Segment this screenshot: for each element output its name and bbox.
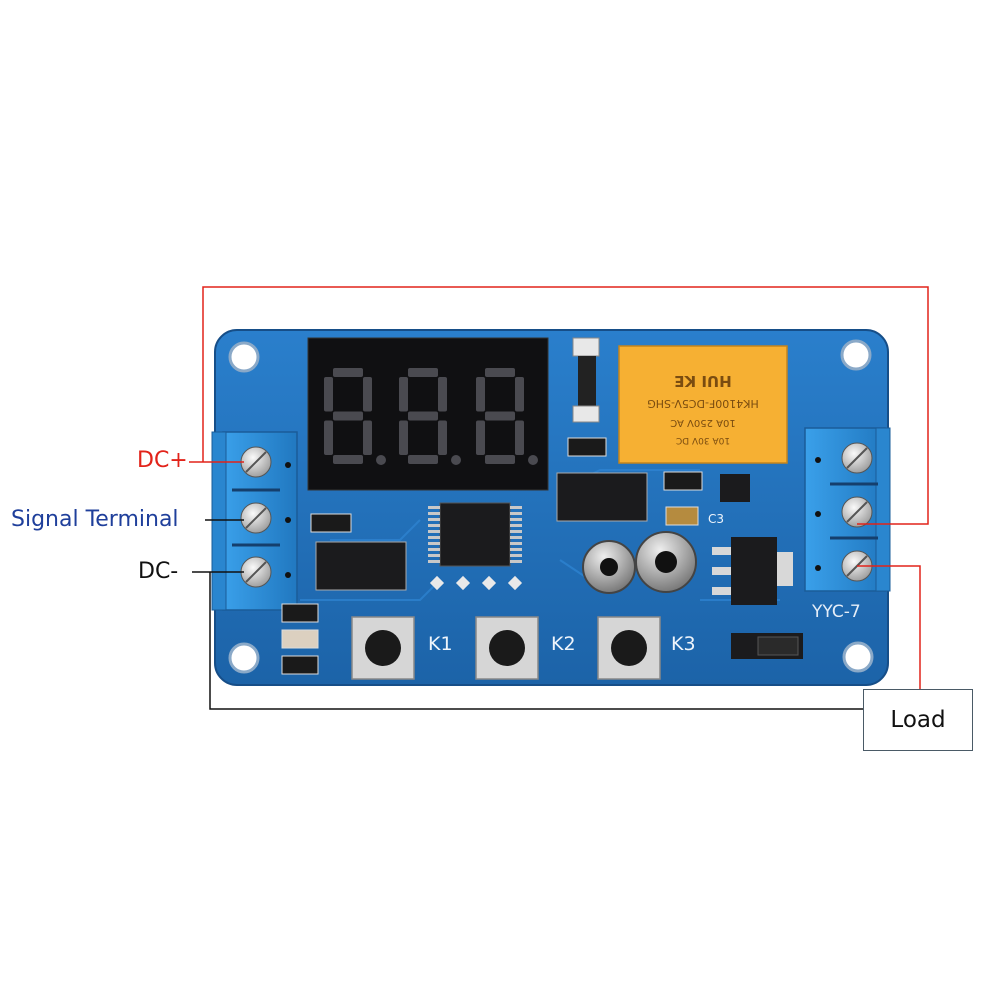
digit-3-segment xyxy=(515,377,524,412)
digit-3-segment xyxy=(515,420,524,455)
model-label: YYC-7 xyxy=(811,602,861,622)
voltage-regulator xyxy=(712,537,793,605)
smd-resistor-right xyxy=(663,471,703,491)
ic-pin xyxy=(510,548,522,551)
digit-1-segment xyxy=(363,377,372,412)
electrolytic-capacitor-1 xyxy=(582,540,636,594)
mount-hole-bottom-right xyxy=(842,641,874,673)
ic-pin xyxy=(510,512,522,515)
digit-2-segment xyxy=(408,455,438,464)
relay-text-2: 10A 250V AC xyxy=(670,417,736,428)
ic-pin xyxy=(510,560,522,563)
digit-1-segment xyxy=(324,420,333,455)
digit-2-segment xyxy=(399,377,408,412)
ic-pin xyxy=(428,536,440,539)
digit-3-segment xyxy=(476,420,485,455)
digit-3-segment xyxy=(485,411,515,421)
ic-pin xyxy=(428,560,440,563)
ic-pin xyxy=(428,512,440,515)
mount-hole-top-left xyxy=(228,341,260,373)
digit-2-segment xyxy=(408,411,438,421)
digit-1-decimal-point xyxy=(376,455,386,465)
microcontroller-chip xyxy=(428,502,522,567)
digit-2-decimal-point xyxy=(451,455,461,465)
optocoupler-top xyxy=(556,472,648,522)
electrolytic-capacitor-2 xyxy=(635,531,697,593)
dc-plus-label: DC+ xyxy=(137,448,188,473)
load-box: Load xyxy=(863,689,973,751)
relay: 10A 30V DC 10A 250V AC HK4100F-DC5V-SHG … xyxy=(618,345,788,464)
relay-text-1: HK4100F-DC5V-SHG xyxy=(647,397,759,410)
left-terminal-block xyxy=(211,431,298,611)
relay-text-4: HUI KE xyxy=(674,372,731,390)
ic-pin xyxy=(428,506,440,509)
jumper[interactable] xyxy=(731,633,803,659)
smd-resistor-top xyxy=(567,437,607,457)
screw-dc-minus xyxy=(240,556,272,588)
ic-pin xyxy=(428,524,440,527)
button-k2[interactable] xyxy=(475,616,539,680)
transistor xyxy=(720,474,750,502)
seven-segment-display xyxy=(307,337,549,491)
ic-pin xyxy=(510,506,522,509)
ic-pin xyxy=(428,542,440,545)
digit-1-segment xyxy=(324,377,333,412)
smd-capacitor xyxy=(665,506,699,526)
ic-pin xyxy=(510,542,522,545)
ic-pin xyxy=(510,524,522,527)
button-k3[interactable] xyxy=(597,616,661,680)
digit-1-segment xyxy=(333,411,363,421)
screw-relay-2 xyxy=(841,496,873,528)
diode xyxy=(572,337,600,423)
digit-2-segment xyxy=(408,368,438,377)
smd-resistor-left xyxy=(310,513,352,533)
screw-signal xyxy=(240,502,272,534)
optocoupler-bottom xyxy=(315,541,407,591)
ic-pin xyxy=(428,530,440,533)
capacitor-label: C3 xyxy=(708,512,724,526)
digit-2-segment xyxy=(399,420,408,455)
ic-pin xyxy=(428,548,440,551)
smd-leds xyxy=(281,603,319,675)
wiring xyxy=(189,286,929,710)
digit-1-segment xyxy=(333,455,363,464)
digit-3-segment xyxy=(485,455,515,464)
digit-3-decimal-point xyxy=(528,455,538,465)
digit-3-segment xyxy=(485,368,515,377)
ic-pin xyxy=(510,530,522,533)
test-pads xyxy=(429,575,523,591)
button-k2-label: K2 xyxy=(551,633,576,655)
digit-3-segment xyxy=(476,377,485,412)
button-k3-label: K3 xyxy=(671,633,696,655)
button-k1[interactable] xyxy=(351,616,415,680)
screw-dc-plus xyxy=(240,446,272,478)
digit-2-segment xyxy=(438,377,447,412)
ic-pin xyxy=(428,518,440,521)
digit-1-segment xyxy=(363,420,372,455)
digit-1-segment xyxy=(333,368,363,377)
ic-pin xyxy=(510,518,522,521)
button-k1-label: K1 xyxy=(428,633,453,655)
relay-text-3: 10A 30V DC xyxy=(676,435,730,445)
mount-hole-bottom-left xyxy=(228,642,260,674)
digit-2-segment xyxy=(438,420,447,455)
signal-terminal-label: Signal Terminal xyxy=(11,507,179,532)
ic-pin xyxy=(510,554,522,557)
mount-hole-top-right xyxy=(840,339,872,371)
load-label: Load xyxy=(890,707,946,733)
dc-minus-label: DC- xyxy=(138,559,179,584)
screw-relay-1 xyxy=(841,442,873,474)
ic-pin xyxy=(428,554,440,557)
ic-pin xyxy=(510,536,522,539)
